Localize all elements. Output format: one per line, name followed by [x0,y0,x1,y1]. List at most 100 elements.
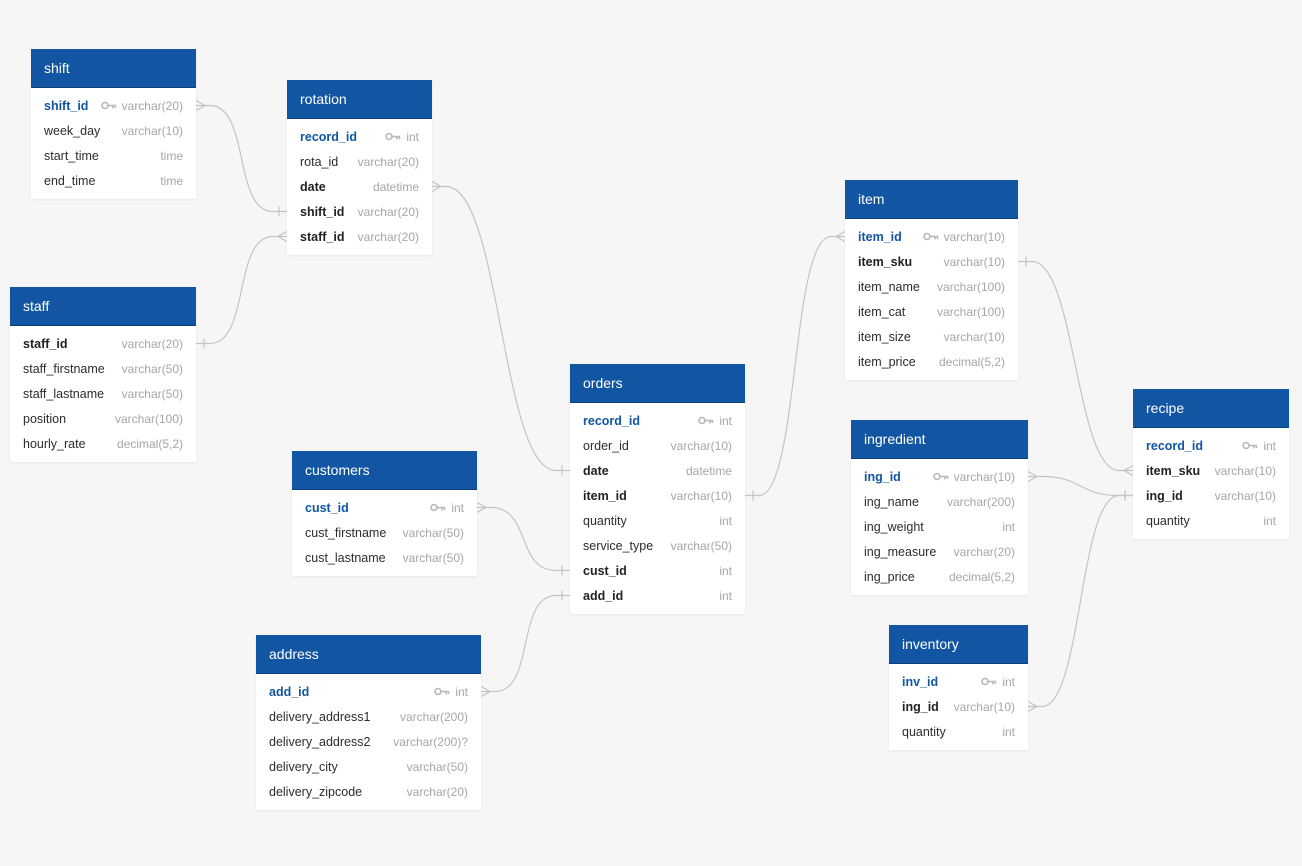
field-name: cust_lastname [305,550,386,565]
relationship-shift-rotation[interactable] [196,104,287,213]
field-name: cust_id [583,563,627,578]
table-header-customers[interactable]: customers [292,451,477,490]
table-header-rotation[interactable]: rotation [287,80,432,119]
field-name: inv_id [902,674,939,689]
field-type: int [719,413,732,428]
relationship-customers-orders[interactable] [477,506,570,572]
table-header-address[interactable]: address [256,635,481,674]
field-type: varchar(10) [953,469,1015,484]
table-header-orders[interactable]: orders [570,364,745,403]
field-name: delivery_city [269,759,338,774]
field-name: item_sku [858,254,913,269]
relationship-address-orders[interactable] [481,594,570,693]
field-name: delivery_address2 [269,734,371,749]
field-name: shift_id [44,98,89,113]
relationship-inventory-recipe[interactable] [1028,494,1133,708]
field-name: staff_id [300,229,345,244]
field-type: varchar(20) [357,229,419,244]
many-end-marker [195,99,207,112]
primary-key-icon [430,503,446,512]
relationship-staff-rotation[interactable] [196,235,287,345]
field-name: shift_id [300,204,345,219]
field-name: end_time [44,173,96,188]
table-header-inventory[interactable]: inventory [889,625,1028,664]
relationship-ingredient-recipe[interactable] [1028,475,1133,497]
field-type: varchar(50) [121,386,183,401]
table-header-shift[interactable]: shift [31,49,196,88]
field-type: varchar(20) [121,336,183,351]
field-name: item_id [583,488,627,503]
many-end-marker [834,230,846,243]
field-type: varchar(20) [357,204,419,219]
table-header-staff[interactable]: staff [10,287,196,326]
table-header-item[interactable]: item [845,180,1018,219]
field-type: varchar(20) [357,154,419,169]
relationship-orders-item[interactable] [745,235,845,497]
table-header-ingredient[interactable]: ingredient [851,420,1028,459]
relationship-item-recipe[interactable] [1018,260,1133,472]
field-type: int [406,129,419,144]
relationship-rotation-orders[interactable] [432,185,570,472]
field-row-rotation-staff_id[interactable]: staff_id varchar(20) [287,224,432,249]
field-name: quantity [583,513,627,528]
table-header-recipe[interactable]: recipe [1133,389,1289,428]
field-row-rotation-shift_id[interactable]: shift_id varchar(20) [287,199,432,224]
